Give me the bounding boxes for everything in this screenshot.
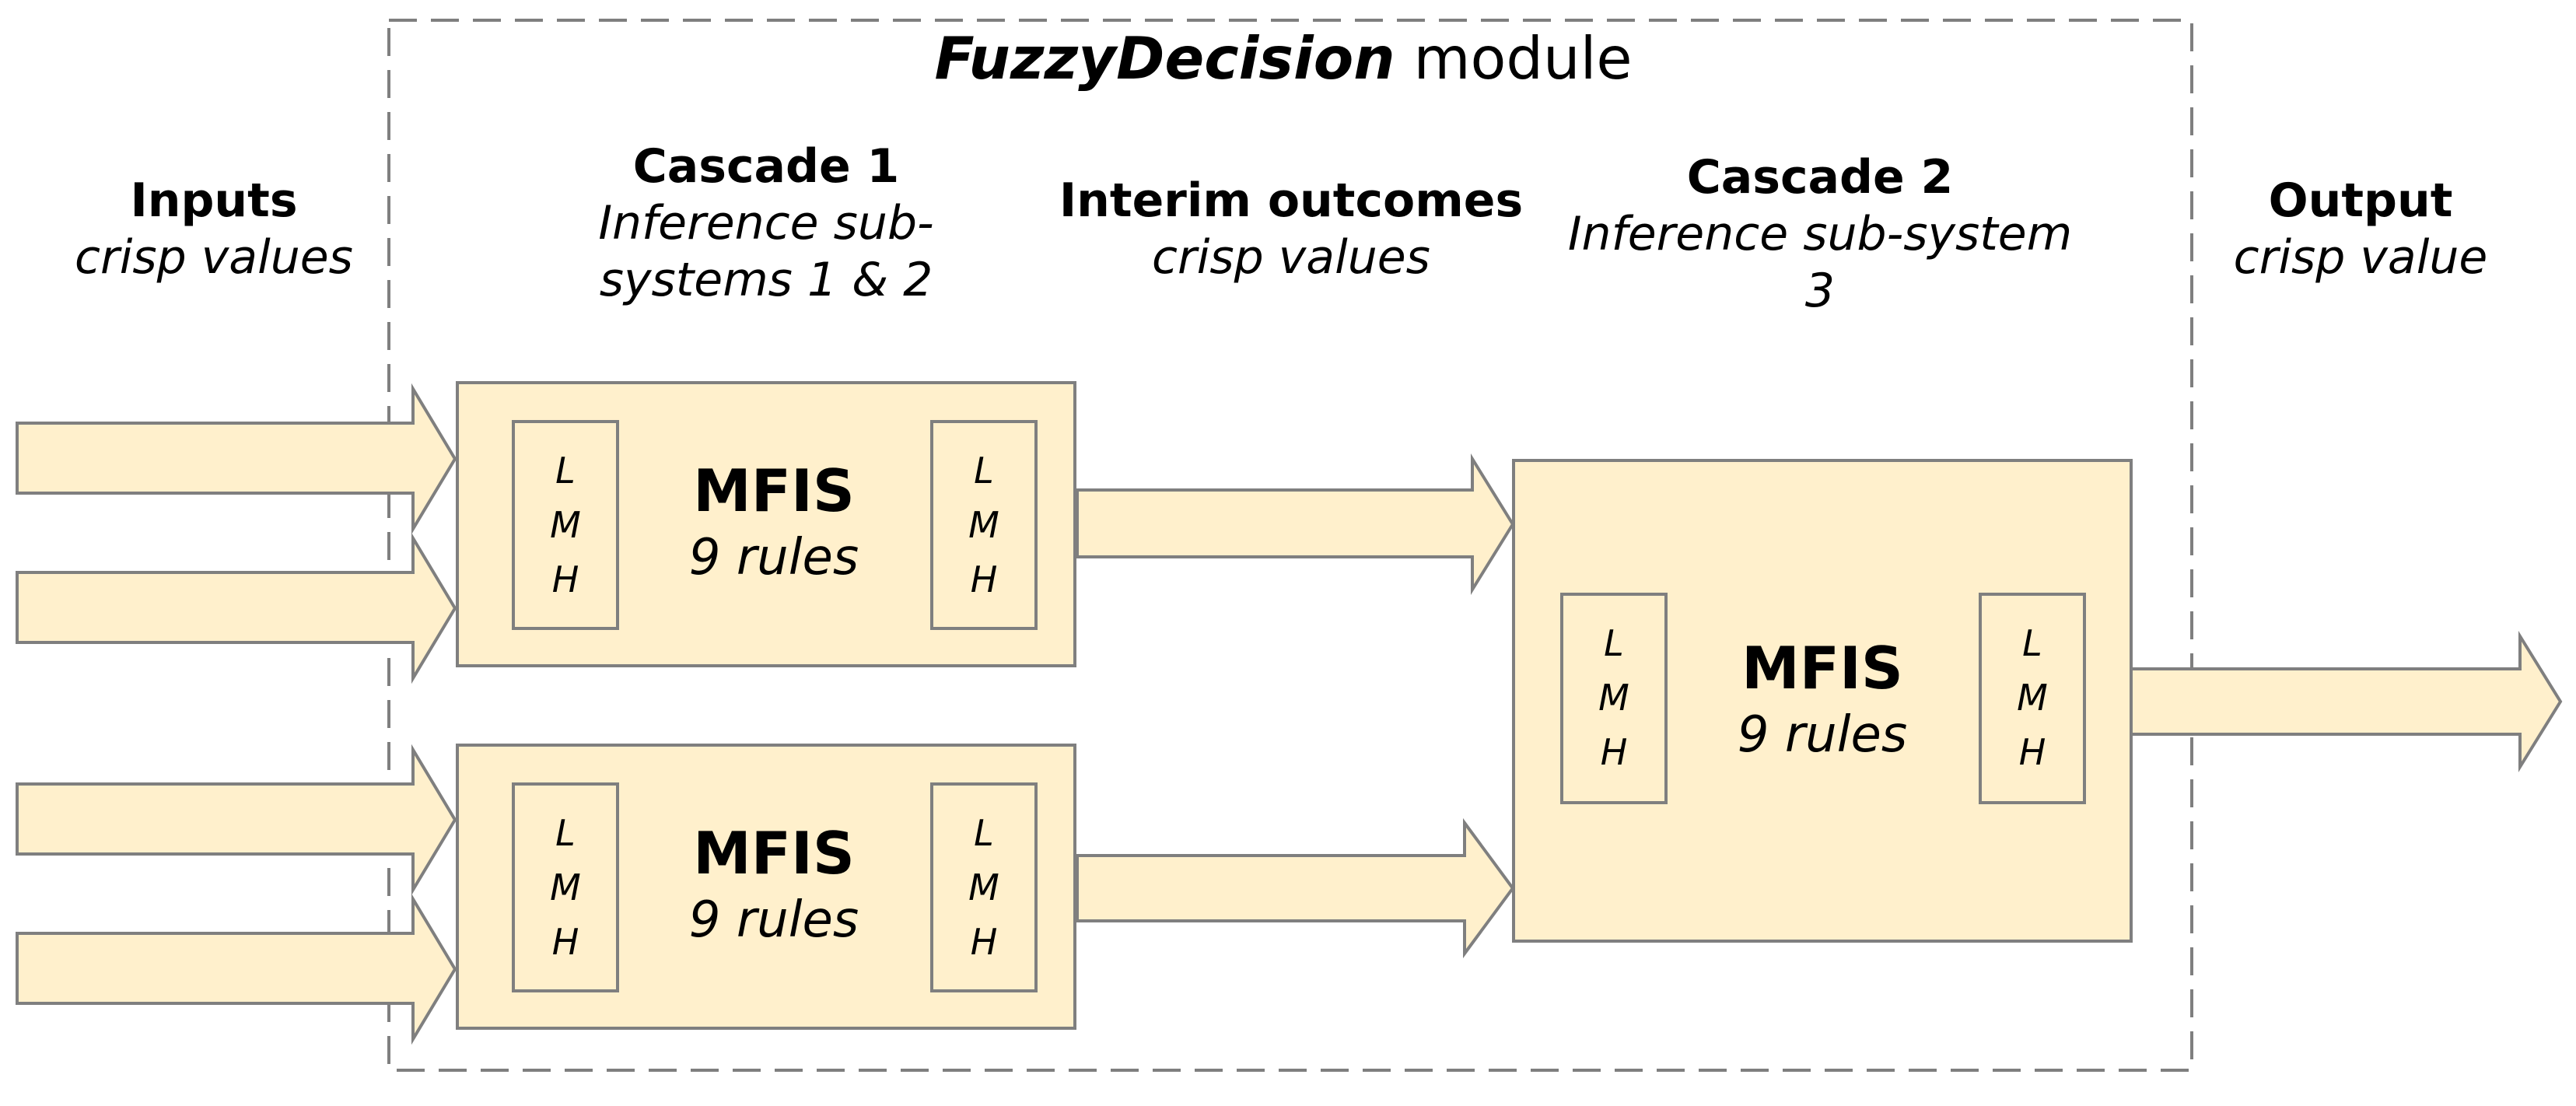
mfis-block-2-input-mf-box xyxy=(512,782,619,992)
module-frame xyxy=(387,19,2193,1072)
output-label: Output crisp value xyxy=(2201,173,2520,286)
module-title: FuzzyDecision module xyxy=(856,23,1711,95)
mf-medium-label: M xyxy=(968,504,999,546)
mf-low-label: L xyxy=(2022,622,2042,664)
interim-arrow-2 xyxy=(1076,817,1515,959)
mfis-1-title: MFIS xyxy=(693,457,855,525)
cascade-2-subtitle-line2: 3 xyxy=(1804,264,1836,319)
mfis-3-rules: 9 rules xyxy=(1737,705,1908,764)
interim-outcomes-label: Interim outcomes crisp values xyxy=(1050,173,1532,286)
output-title: Output xyxy=(2268,173,2453,228)
input-arrow-4 xyxy=(16,893,457,1045)
mf-high-label: H xyxy=(2018,731,2046,773)
output-arrow xyxy=(2130,630,2563,773)
mfis-block-3 xyxy=(1512,459,2133,943)
mfis-3-output-mf-labels: L M H xyxy=(1980,616,2084,779)
mfis-2-rules: 9 rules xyxy=(688,891,859,949)
mfis-block-1-output-mf-box xyxy=(930,420,1038,630)
mfis-1-output-mf-labels: L M H xyxy=(932,443,1036,607)
mfis-3-input-mf-labels: L M H xyxy=(1562,616,1666,779)
input-arrow-2 xyxy=(16,532,457,684)
cascade-1-label: Cascade 1 Inference sub- systems 1 & 2 xyxy=(529,138,1003,310)
mf-medium-label: M xyxy=(550,866,581,908)
interim-arrow-1 xyxy=(1076,453,1515,596)
mfis-2-text: MFIS 9 rules xyxy=(638,818,910,950)
module-title-name: FuzzyDecision xyxy=(934,24,1395,93)
mf-high-label: H xyxy=(970,921,998,963)
mfis-3-title: MFIS xyxy=(1741,634,1903,702)
mf-medium-label: M xyxy=(1598,677,1629,719)
mfis-1-rules: 9 rules xyxy=(688,528,859,586)
inputs-subtitle: crisp values xyxy=(75,230,353,285)
mf-low-label: L xyxy=(555,812,576,854)
mfis-block-1 xyxy=(456,381,1076,667)
input-arrow-1 xyxy=(16,383,457,535)
mfis-3-text: MFIS 9 rules xyxy=(1686,633,1958,765)
mfis-block-3-output-mf-box xyxy=(1979,593,2086,804)
mfis-block-3-input-mf-box xyxy=(1560,593,1668,804)
cascade-2-title: Cascade 2 xyxy=(1686,150,1954,205)
cascade-1-title: Cascade 1 xyxy=(632,139,900,194)
mf-high-label: H xyxy=(970,558,998,600)
mfis-2-input-mf-labels: L M H xyxy=(513,806,618,969)
mf-low-label: L xyxy=(555,450,576,492)
cascade-2-label: Cascade 2 Inference sub-system 3 xyxy=(1548,149,2092,320)
mf-high-label: H xyxy=(551,921,579,963)
mf-high-label: H xyxy=(1600,731,1628,773)
input-arrow-3 xyxy=(16,744,457,896)
interim-outcomes-subtitle: crisp values xyxy=(1152,230,1430,285)
mf-medium-label: M xyxy=(968,866,999,908)
mfis-block-2 xyxy=(456,744,1076,1030)
mf-low-label: L xyxy=(974,812,994,854)
mf-low-label: L xyxy=(974,450,994,492)
mfis-2-output-mf-labels: L M H xyxy=(932,806,1036,969)
interim-outcomes-title: Interim outcomes xyxy=(1059,173,1524,228)
inputs-title: Inputs xyxy=(130,173,298,228)
module-title-suffix: module xyxy=(1395,24,1633,93)
cascade-2-subtitle-line1: Inference sub-system xyxy=(1567,207,2073,262)
mfis-block-1-input-mf-box xyxy=(512,420,619,630)
mf-low-label: L xyxy=(1604,622,1624,664)
inputs-label: Inputs crisp values xyxy=(16,173,412,286)
mfis-2-title: MFIS xyxy=(693,819,855,887)
cascade-1-subtitle-line2: systems 1 & 2 xyxy=(599,253,933,308)
mf-medium-label: M xyxy=(2017,677,2048,719)
output-subtitle: crisp value xyxy=(2233,230,2488,285)
mfis-1-input-mf-labels: L M H xyxy=(513,443,618,607)
mfis-1-text: MFIS 9 rules xyxy=(638,456,910,588)
mf-high-label: H xyxy=(551,558,579,600)
mf-medium-label: M xyxy=(550,504,581,546)
cascade-1-subtitle-line1: Inference sub- xyxy=(598,196,934,251)
mfis-block-2-output-mf-box xyxy=(930,782,1038,992)
